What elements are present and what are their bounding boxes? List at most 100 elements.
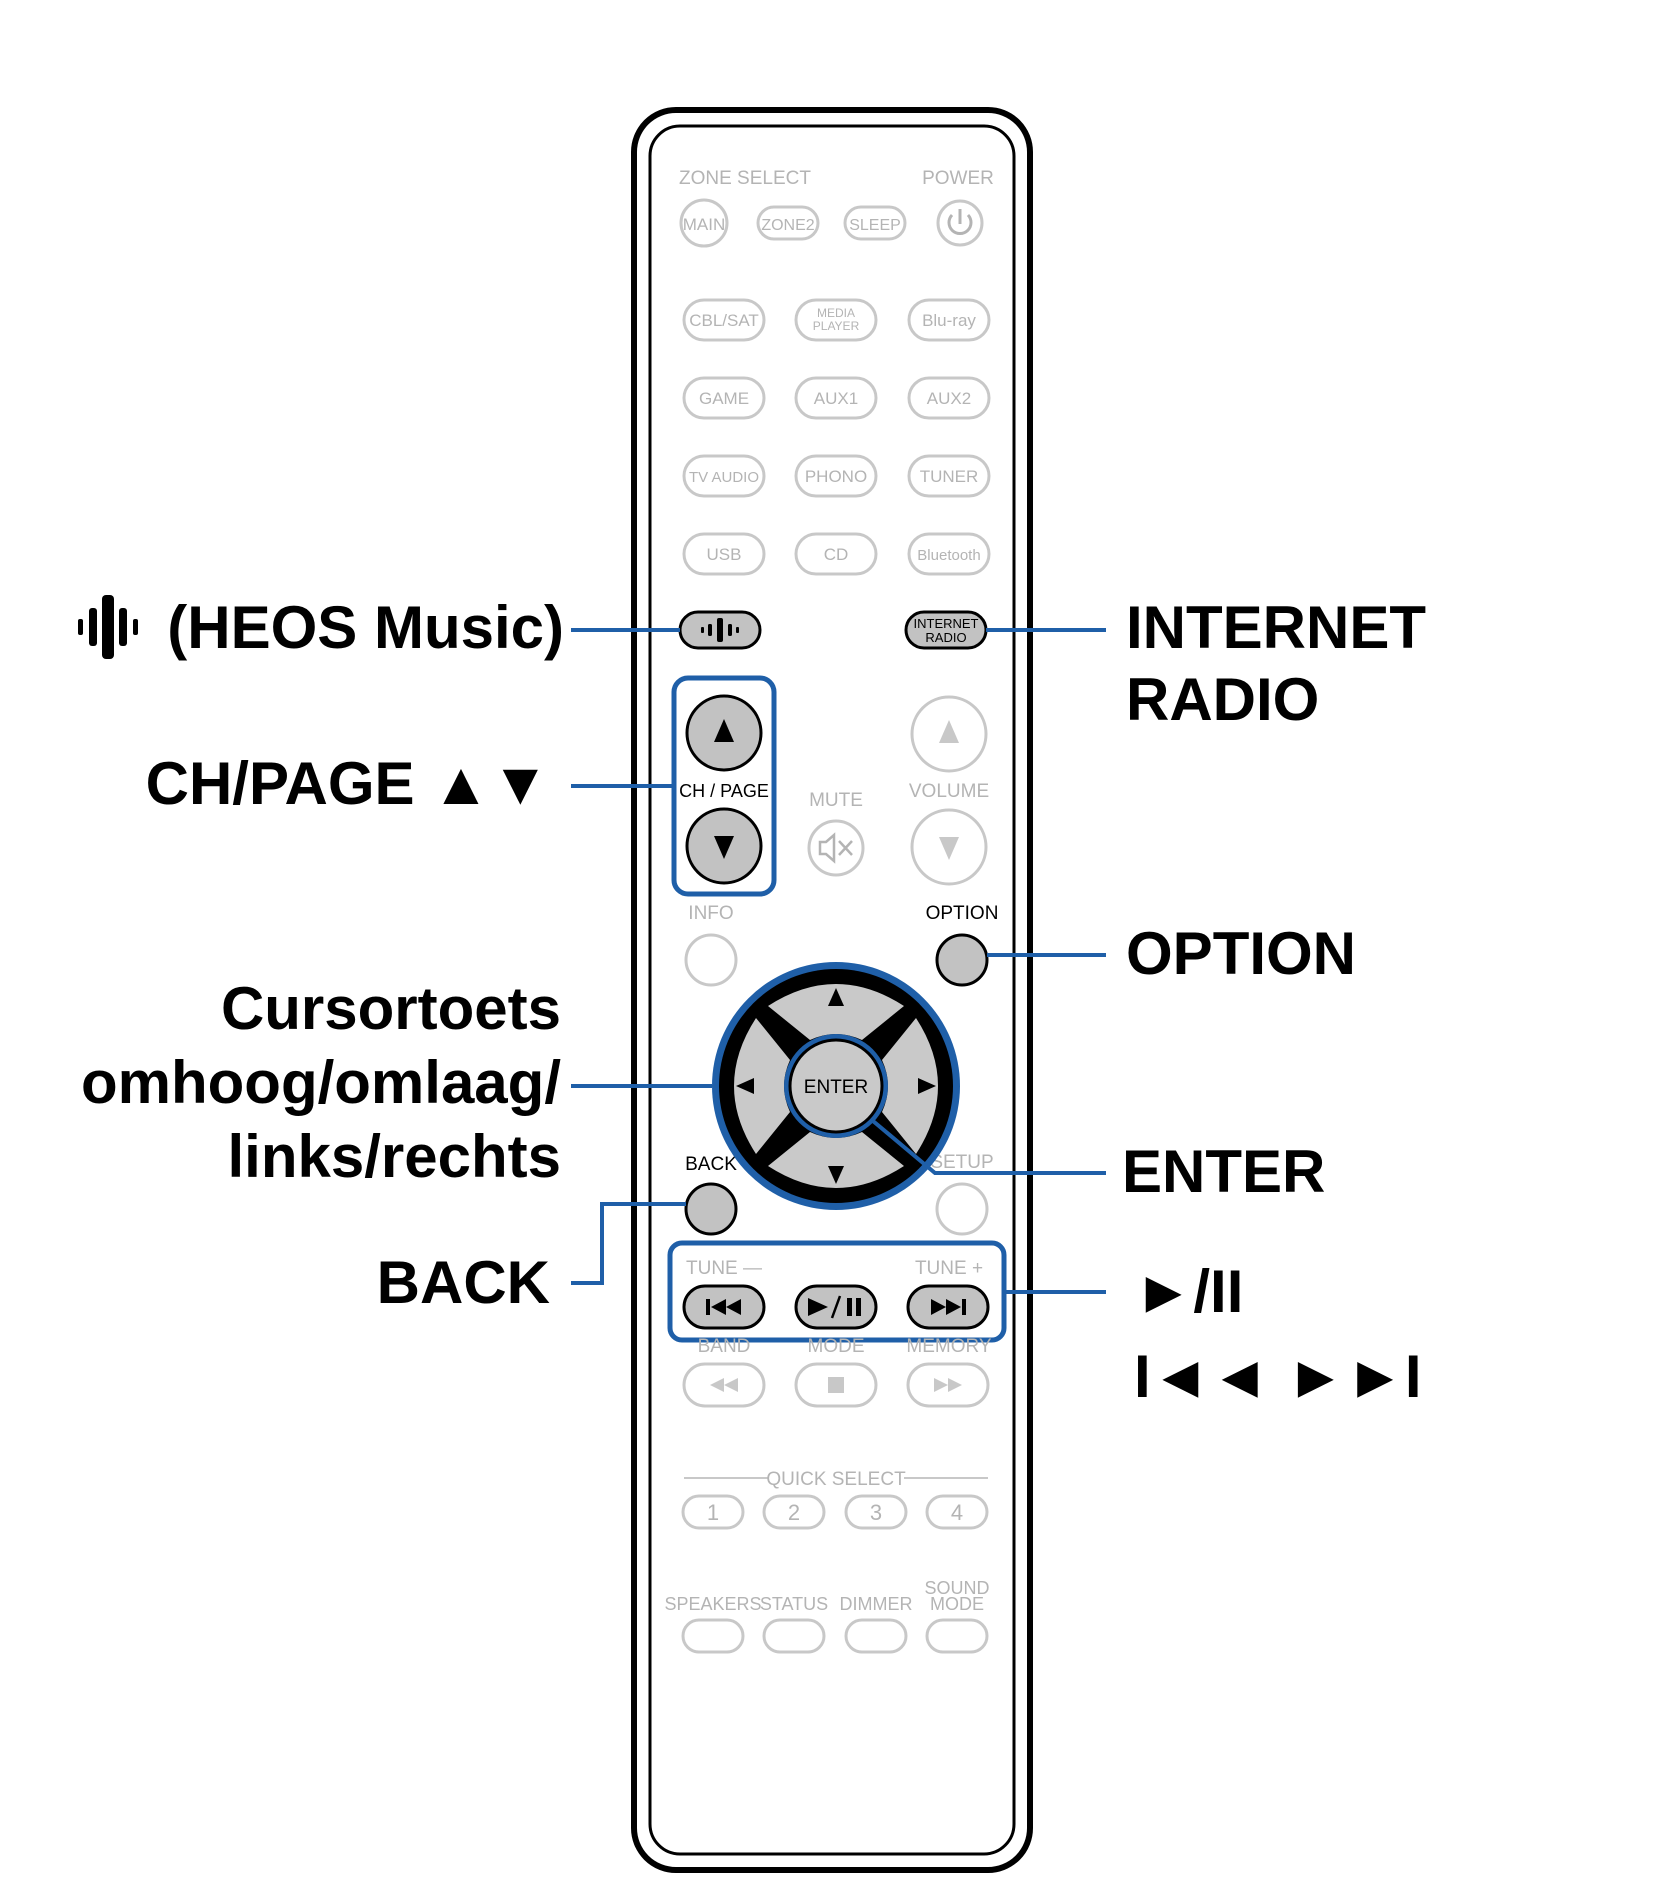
- option-label: OPTION: [926, 903, 999, 924]
- skip-forward-icon: [931, 1299, 966, 1315]
- main-button[interactable]: MAIN: [679, 198, 729, 248]
- quick-select-button-4[interactable]: 4: [925, 1494, 989, 1530]
- quick-select-label: QUICK SELECT: [766, 1469, 906, 1490]
- sleep-button[interactable]: SLEEP: [843, 205, 907, 241]
- zone2-button[interactable]: ZONE2: [756, 205, 820, 241]
- cd-button[interactable]: CD: [794, 532, 878, 576]
- speakers-button[interactable]: [681, 1618, 745, 1654]
- quick-select-button-label: 4: [951, 1500, 963, 1525]
- internet-radio-button[interactable]: INTERNET RADIO: [904, 610, 988, 650]
- svg-text:MAIN: MAIN: [683, 215, 726, 234]
- fast-forward-icon: [934, 1378, 962, 1392]
- triangle-down-icon: [939, 837, 959, 860]
- cursor-callout-line1: Cursortoets: [221, 975, 561, 1042]
- ch-page-up-button[interactable]: [685, 694, 763, 772]
- volume-down-button[interactable]: [910, 808, 988, 886]
- heos-button[interactable]: [678, 610, 762, 650]
- svg-text:SLEEP: SLEEP: [849, 217, 901, 234]
- source-button-label: USB: [707, 545, 742, 564]
- setup-label: SETUP: [930, 1152, 993, 1173]
- bottom-button-label: SOUND: [924, 1578, 989, 1598]
- leader-lines: [571, 628, 1106, 1294]
- cursor-callout-line2: omhoog/omlaag/: [81, 1049, 561, 1116]
- play-pause-button[interactable]: [794, 1284, 878, 1330]
- triangle-down-icon: [828, 1166, 844, 1184]
- tuner-button[interactable]: TUNER: [907, 454, 991, 498]
- rewind-button[interactable]: [682, 1362, 766, 1408]
- source-button-label: PHONO: [805, 467, 867, 486]
- skip-back-icon: [706, 1299, 741, 1315]
- bottom-button-label: STATUS: [760, 1594, 828, 1614]
- back-button[interactable]: [684, 1182, 738, 1236]
- fast-forward-button[interactable]: [906, 1362, 990, 1408]
- stop-button[interactable]: [794, 1362, 878, 1408]
- back-label: BACK: [685, 1154, 737, 1175]
- previous-track-button[interactable]: [682, 1284, 766, 1330]
- heos-callout: (HEOS Music): [167, 594, 564, 661]
- mute-button[interactable]: [807, 819, 865, 877]
- tv-audio-button[interactable]: TV AUDIO: [682, 454, 766, 498]
- enter-button[interactable]: ENTER: [784, 1034, 888, 1138]
- mode-label: MODE: [808, 1336, 865, 1357]
- source-button-label: CD: [824, 545, 849, 564]
- memory-label: MEMORY: [906, 1336, 991, 1357]
- cursor-right-button[interactable]: [882, 1018, 938, 1154]
- dimmer-button[interactable]: [844, 1618, 908, 1654]
- svg-text:ENTER: ENTER: [804, 1077, 868, 1098]
- source-button-label: CBL/SAT: [689, 311, 759, 330]
- quick-select-button-label: 1: [707, 1500, 719, 1525]
- info-button[interactable]: [684, 933, 738, 987]
- cursor-left-button[interactable]: [734, 1018, 790, 1154]
- power-label: POWER: [922, 168, 994, 189]
- source-button-label: AUX2: [927, 389, 971, 408]
- source-button-label: TUNER: [920, 467, 979, 486]
- source-button-label: GAME: [699, 389, 749, 408]
- game-button[interactable]: GAME: [682, 376, 766, 420]
- cbl-sat-button[interactable]: CBL/SAT: [682, 298, 766, 342]
- play-pause-callout: ►/II: [1134, 1258, 1243, 1325]
- setup-button[interactable]: [935, 1182, 989, 1236]
- triangle-up-icon: [828, 988, 844, 1006]
- cursor-pad: ENTER: [712, 962, 960, 1210]
- power-button[interactable]: [936, 199, 984, 247]
- bottom-button-label: MODE: [930, 1594, 984, 1614]
- cursor-down-button[interactable]: [768, 1132, 904, 1188]
- bottom-button-label: SPEAKERS: [664, 1594, 761, 1614]
- source-button-label: Blu-ray: [922, 311, 976, 330]
- ch-page-label: CH / PAGE: [679, 781, 769, 801]
- triangle-up-icon: [714, 719, 734, 742]
- ch-page-down-button[interactable]: [685, 807, 763, 885]
- mute-icon: [818, 832, 836, 864]
- quick-select-button-label: 3: [870, 1500, 882, 1525]
- quick-select-button-1[interactable]: 1: [681, 1494, 745, 1530]
- quick-select-button-3[interactable]: 3: [844, 1494, 908, 1530]
- usb-button[interactable]: USB: [682, 532, 766, 576]
- status-button[interactable]: [762, 1618, 826, 1654]
- cursor-up-button[interactable]: [768, 984, 904, 1040]
- play-pause-icon: [808, 1295, 861, 1319]
- aux1-button[interactable]: AUX1: [794, 376, 878, 420]
- ch-page-callout: CH/PAGE ▲▼: [146, 750, 550, 817]
- triangle-left-icon: [736, 1078, 754, 1094]
- back-callout: BACK: [377, 1249, 550, 1316]
- bluetooth-button[interactable]: Bluetooth: [907, 532, 991, 576]
- cursor-callout-line3: links/rechts: [228, 1123, 562, 1190]
- aux2-button[interactable]: AUX2: [907, 376, 991, 420]
- source-button-label: MEDIA: [817, 306, 855, 320]
- quick-select-button-2[interactable]: 2: [762, 1494, 826, 1530]
- sound-mode-button[interactable]: [925, 1618, 989, 1654]
- blu-ray-button[interactable]: Blu-ray: [907, 298, 991, 342]
- mute-label: MUTE: [809, 790, 863, 811]
- next-track-button[interactable]: [906, 1284, 990, 1330]
- option-button[interactable]: [935, 933, 989, 987]
- svg-text:ZONE2: ZONE2: [761, 217, 814, 234]
- phono-button[interactable]: PHONO: [794, 454, 878, 498]
- source-button-label: TV AUDIO: [689, 469, 759, 486]
- enter-callout: ENTER: [1122, 1138, 1325, 1205]
- volume-up-button[interactable]: [910, 695, 988, 773]
- option-callout: OPTION: [1126, 920, 1356, 987]
- internet-radio-callout-line1: INTERNET: [1126, 594, 1426, 661]
- skip-callout: I◄◄ ►►I: [1134, 1343, 1422, 1410]
